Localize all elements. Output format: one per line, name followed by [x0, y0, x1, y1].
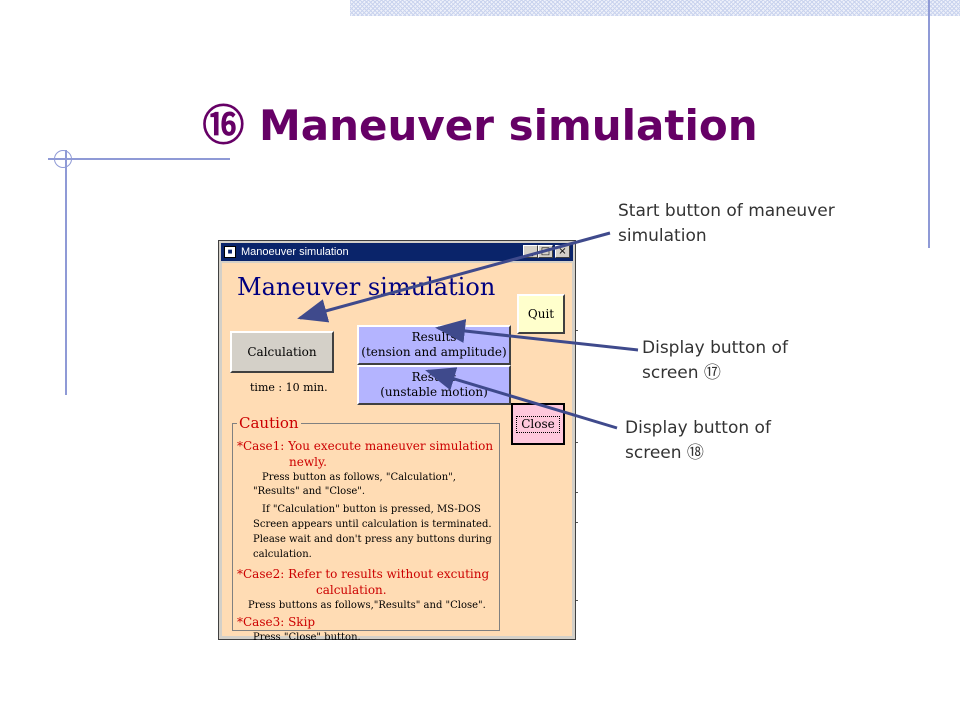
annotation-line: screen ⑱: [625, 443, 704, 463]
case1-text: calculation.: [253, 549, 312, 560]
close-button[interactable]: Close: [511, 403, 565, 445]
window-titlebar[interactable]: ■ Manoeuver simulation: [221, 243, 573, 261]
case1-text: "Results" and "Close".: [253, 486, 366, 497]
case1-text: Please wait and don't press any buttons …: [253, 534, 492, 545]
close-button-label: Close: [516, 415, 560, 433]
case3-heading: *Case3: Skip: [237, 615, 316, 629]
app-icon: ■: [224, 246, 236, 258]
decor-horizontal-line: [48, 158, 230, 160]
window-edge-tick: [574, 522, 578, 523]
annotation-line: Display button of: [642, 338, 788, 358]
results-button-label: Results: [411, 370, 457, 384]
annotation-line: Start button of maneuver: [618, 201, 835, 221]
decor-vertical-line-right: [928, 0, 930, 248]
background-pattern-band: [350, 0, 960, 16]
slide-title: ⑯ Maneuver simulation: [202, 101, 758, 150]
quit-button-label: Quit: [527, 306, 555, 321]
time-label: time : 10 min.: [250, 381, 328, 394]
results-button-sublabel: (tension and amplitude): [361, 345, 507, 359]
results-button-label: Results: [411, 330, 457, 344]
window-edge-tick: [574, 442, 578, 443]
annotation-start-button: Start button of maneuver simulation: [618, 199, 835, 249]
case3-text: Press "Close" button.: [253, 632, 361, 643]
window-edge-tick: [574, 600, 578, 601]
case1-text: If "Calculation" button is pressed, MS-D…: [262, 504, 481, 515]
results-tension-amplitude-button[interactable]: Results (tension and amplitude): [357, 325, 511, 365]
results-unstable-motion-button[interactable]: Results (unstable motion): [357, 365, 511, 405]
decor-vertical-line-left: [65, 150, 67, 395]
case1-text: Press button as follows, "Calculation",: [262, 472, 456, 483]
case2-text: Press buttons as follows,"Results" and "…: [248, 600, 486, 611]
form-title: Maneuver simulation: [237, 273, 496, 301]
calculation-button-label: Calculation: [247, 344, 317, 359]
close-window-button[interactable]: ×: [555, 245, 570, 258]
annotation-line: simulation: [618, 226, 707, 246]
case2-heading-cont: calculation.: [316, 583, 387, 597]
case1-text: Screen appears until calculation is term…: [253, 519, 492, 530]
annotation-line: Display button of: [625, 418, 771, 438]
case1-heading: *Case1: You execute maneuver simulation: [237, 439, 494, 453]
case2-heading: *Case2: Refer to results without excutin…: [237, 567, 490, 581]
quit-button[interactable]: Quit: [517, 294, 565, 334]
annotation-display-18: Display button of screen ⑱: [625, 416, 771, 466]
case1-heading-cont: newly.: [289, 455, 327, 469]
minimize-button[interactable]: _: [523, 245, 538, 258]
calculation-button[interactable]: Calculation: [230, 331, 334, 373]
caution-title: Caution: [237, 414, 301, 432]
annotation-display-17: Display button of screen ⑰: [642, 336, 788, 386]
maneuver-simulation-window: ■ Manoeuver simulation _ □ × Maneuver si…: [218, 240, 576, 643]
caution-group: [232, 423, 500, 631]
window-edge-tick: [574, 492, 578, 493]
results-button-sublabel: (unstable motion): [380, 385, 488, 399]
form-client-area: Maneuver simulation Quit Calculation Res…: [222, 263, 572, 643]
window-title: Manoeuver simulation: [241, 246, 349, 258]
decor-circle: [54, 150, 72, 168]
maximize-button[interactable]: □: [538, 245, 553, 258]
annotation-line: screen ⑰: [642, 363, 721, 383]
